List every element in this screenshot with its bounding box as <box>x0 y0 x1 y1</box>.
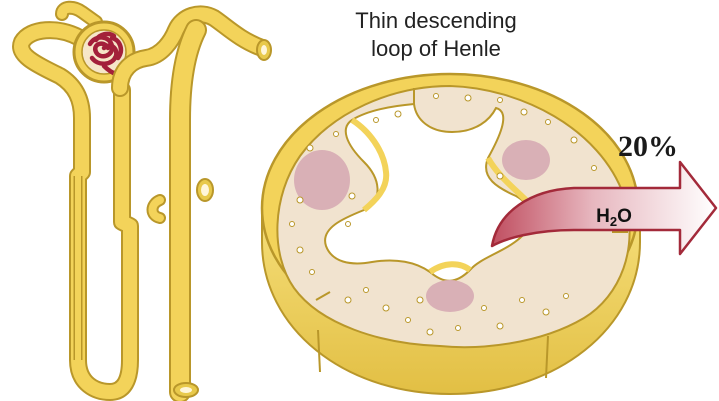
cell-nucleus <box>426 280 474 312</box>
diagram-title-line-1: Thin descending <box>355 8 516 33</box>
water-reabsorption-percentage: 20% <box>618 130 678 163</box>
diagram-title-line-2: loop of Henle <box>371 36 501 61</box>
tubule-cross-section <box>262 74 640 394</box>
cell-nucleus <box>502 140 550 180</box>
nephron-illustration <box>21 8 271 397</box>
